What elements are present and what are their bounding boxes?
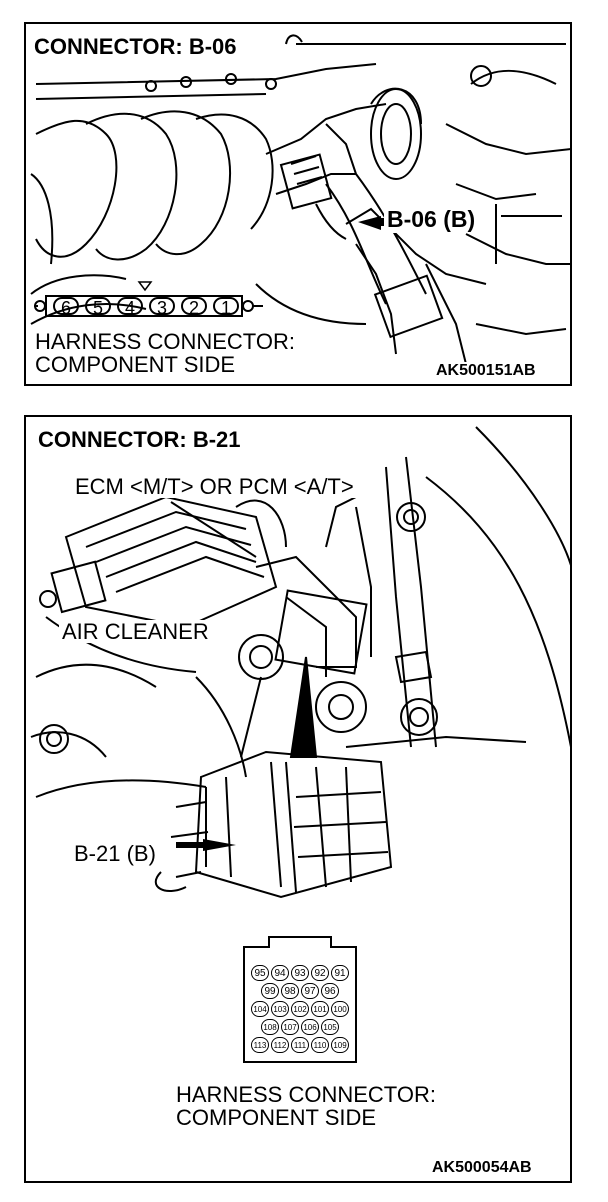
pin-cell: 91 <box>331 965 349 981</box>
engine-bay-illustration-b06 <box>30 34 570 365</box>
pin-cell: 109 <box>331 1037 349 1053</box>
pin-cell: 96 <box>321 983 339 999</box>
pin-cell: 104 <box>251 1001 269 1017</box>
pin-cell: 4 <box>117 297 143 317</box>
harness-caption-line2: COMPONENT SIDE <box>176 1105 377 1131</box>
harness-connector-caption: HARNESS CONNECTOR: COMPONENT SIDE <box>173 1083 439 1129</box>
harness-caption-line1: HARNESS CONNECTOR: <box>35 329 295 354</box>
pin-cell: 98 <box>281 983 299 999</box>
callout-arrow-b06 <box>358 216 381 230</box>
pin-cell: 101 <box>311 1001 329 1017</box>
pin-cell: 108 <box>261 1019 279 1035</box>
pin-row: 108 107 106 105 <box>244 1019 356 1035</box>
figure-code: AK500054AB <box>430 1159 534 1177</box>
pin-cell: 92 <box>311 965 329 981</box>
pin-row: 104 103 102 101 100 <box>244 1001 356 1017</box>
pin-cell: 6 <box>53 297 79 317</box>
pin-cell: 107 <box>281 1019 299 1035</box>
b21-pin-grid: 95 94 93 92 91 99 98 97 96 104 103 102 1… <box>244 965 356 1053</box>
pin-row: 95 94 93 92 91 <box>244 965 356 981</box>
callout-arrow-b21 <box>203 839 236 851</box>
pin-marker-triangle-icon <box>137 281 153 292</box>
pin-cell: 94 <box>271 965 289 981</box>
b06-pin-diagram <box>34 281 263 317</box>
figure-code: AK500151AB <box>434 362 538 380</box>
pin-cell: 110 <box>311 1037 329 1053</box>
pin-cell: 5 <box>85 297 111 317</box>
pin-cell: 97 <box>301 983 319 999</box>
ecm-pcm-label: ECM <M/T> OR PCM <A/T> <box>72 475 357 498</box>
pin-row: 99 98 97 96 <box>244 983 356 999</box>
pin-cell: 113 <box>251 1037 269 1053</box>
b06-pin-row: 6 5 4 3 2 1 <box>50 296 242 317</box>
pin-cell: 93 <box>291 965 309 981</box>
pin-cell: 106 <box>301 1019 319 1035</box>
pin-cell: 102 <box>291 1001 309 1017</box>
connector-b06-panel: CONNECTOR: B-06 B-06 (B) 6 5 4 3 2 1 HAR… <box>24 22 572 386</box>
panel-title: CONNECTOR: B-21 <box>34 427 245 453</box>
harness-connector-caption: HARNESS CONNECTOR: COMPONENT SIDE <box>32 330 298 376</box>
b21-connector-outline <box>243 936 357 1063</box>
panel-title: CONNECTOR: B-06 <box>30 34 241 60</box>
pin-cell: 112 <box>271 1037 289 1053</box>
connector-b21-panel: CONNECTOR: B-21 ECM <M/T> OR PCM <A/T> A… <box>24 415 572 1183</box>
pin-cell: 111 <box>291 1037 309 1053</box>
air-cleaner-label: AIR CLEANER <box>59 620 212 643</box>
pin-cell: 99 <box>261 983 279 999</box>
engine-bay-illustration-b21 <box>30 426 570 1063</box>
pin-cell: 100 <box>331 1001 349 1017</box>
pin-cell: 3 <box>149 297 175 317</box>
pin-cell: 95 <box>251 965 269 981</box>
harness-caption-line2: COMPONENT SIDE <box>35 352 236 378</box>
harness-caption-line1: HARNESS CONNECTOR: <box>176 1082 436 1107</box>
connector-callout-label: B-06 (B) <box>384 206 479 233</box>
connector-callout-label: B-21 (B) <box>71 842 159 865</box>
pin-cell: 1 <box>213 297 239 317</box>
pin-cell: 2 <box>181 297 207 317</box>
pin-cell: 105 <box>321 1019 339 1035</box>
pin-row: 113 112 111 110 109 <box>244 1037 356 1053</box>
pin-cell: 103 <box>271 1001 289 1017</box>
